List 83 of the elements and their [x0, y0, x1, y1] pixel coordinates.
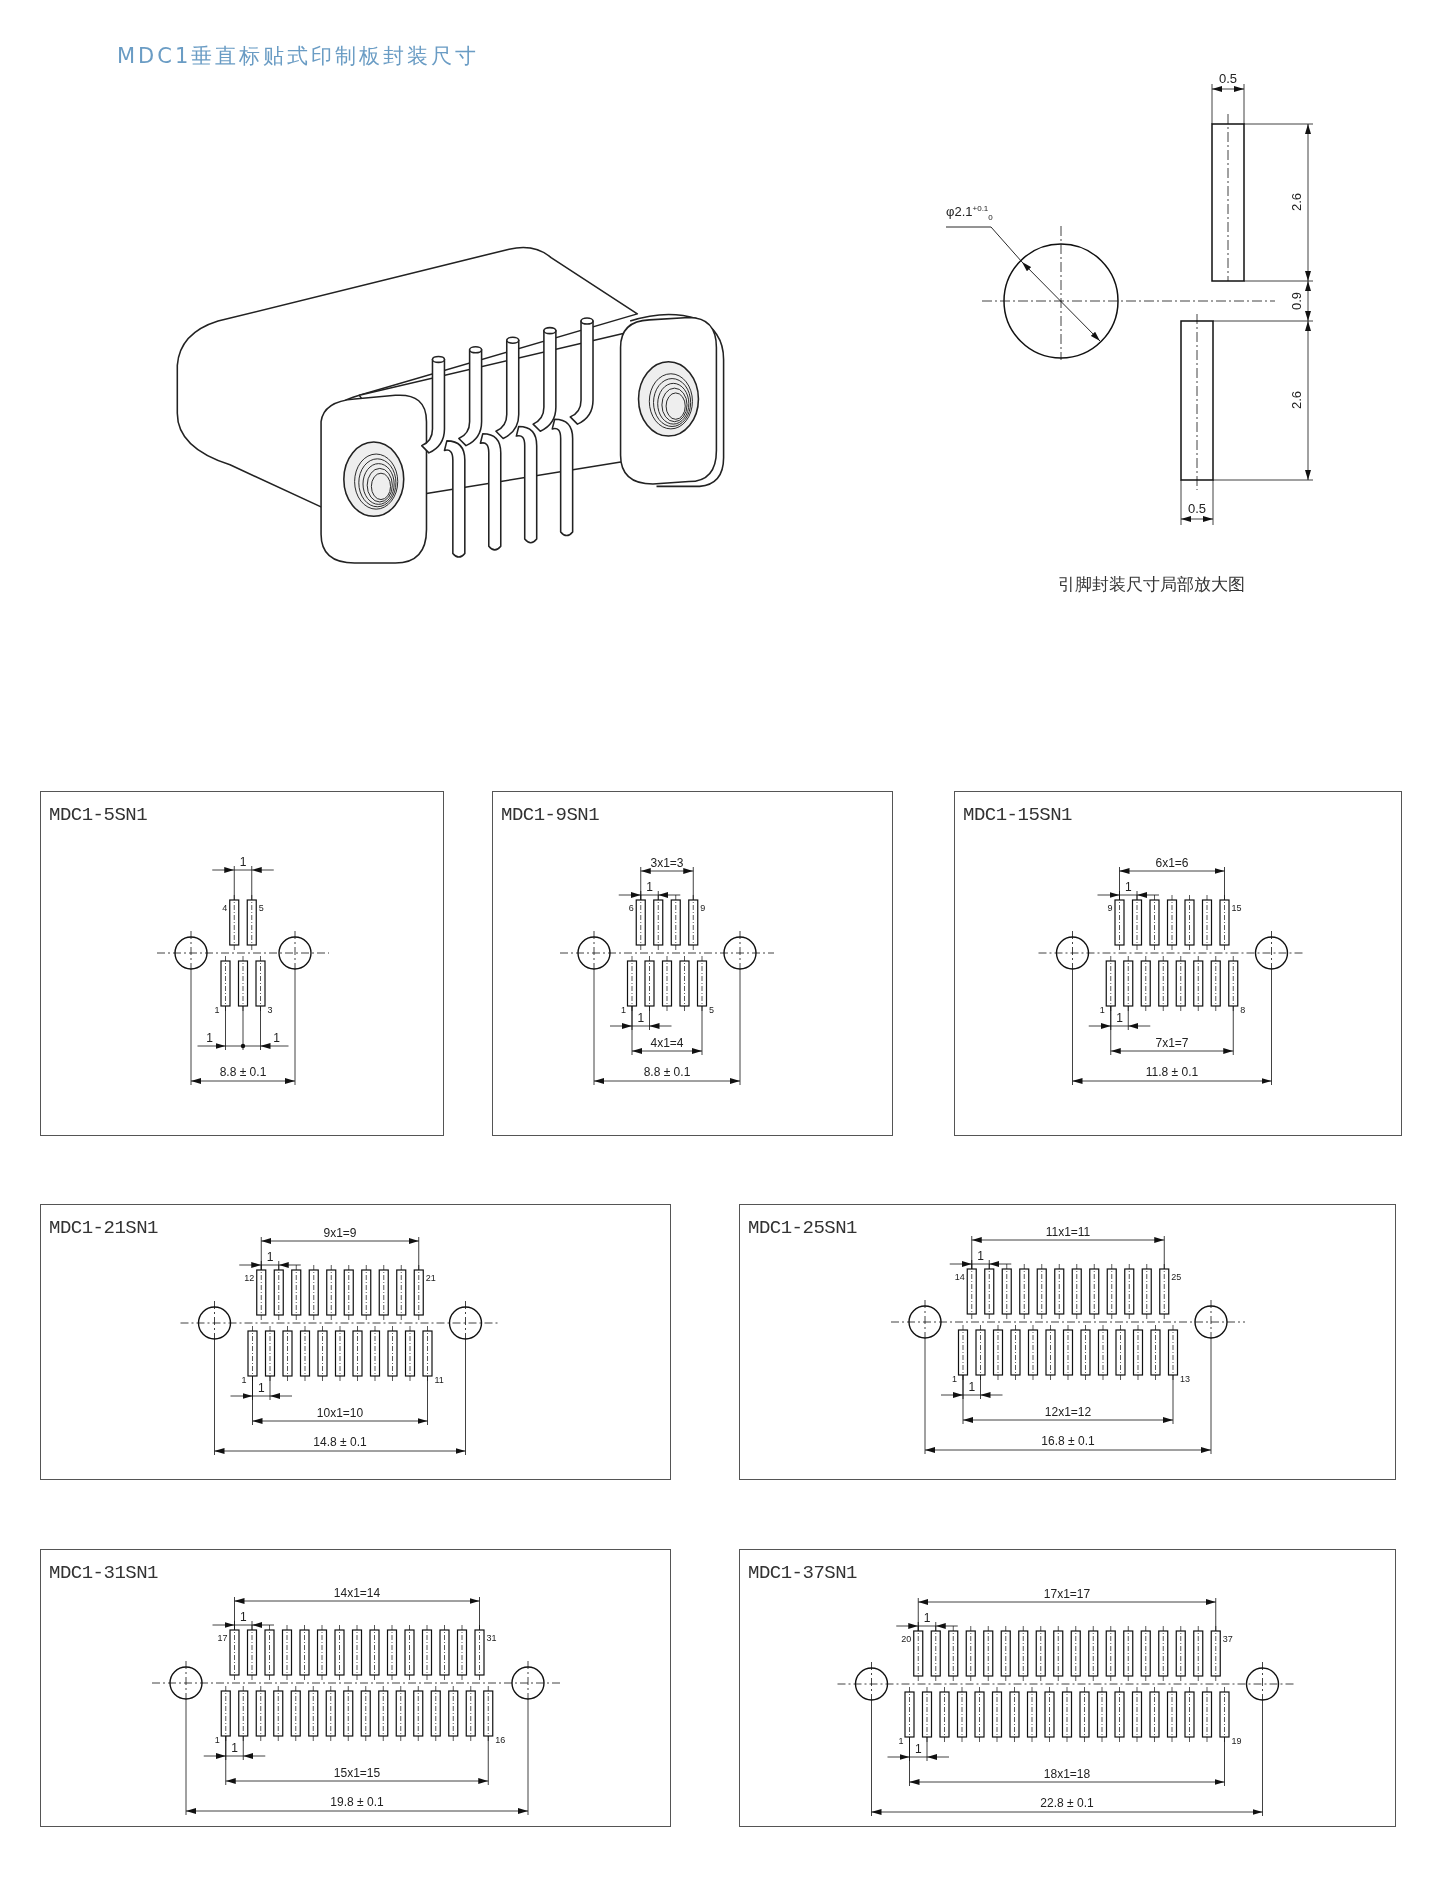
dimension-text: 0.9 [1288, 291, 1304, 311]
part-number: MDC1-5SN1 [49, 804, 148, 826]
dimension-text: 19.8 ± 0.1 [330, 1796, 384, 1809]
dimension-text: 1 [266, 1251, 274, 1264]
pin-number: 9 [1107, 903, 1113, 913]
pin-number: 21 [425, 1273, 436, 1283]
dimension-text: 1 [257, 1382, 265, 1395]
pin-number: 1 [214, 1735, 220, 1745]
dimension-text: 1 [273, 1032, 280, 1045]
dimension-text: 8.8 ± 0.1 [219, 1066, 267, 1079]
part-number: MDC1-15SN1 [963, 804, 1073, 826]
dimension-text: 14x1=14 [333, 1587, 381, 1600]
dimension-text: 0.5 [1187, 501, 1207, 516]
pin-number: 17 [217, 1633, 228, 1643]
dimension-text: 1 [206, 1032, 213, 1045]
dimension-text: 22.8 ± 0.1 [1040, 1797, 1094, 1810]
page-title: MDC1垂直标贴式印制板封装尺寸 [117, 43, 480, 70]
pin-number: 13 [1180, 1374, 1190, 1384]
footprint-panel [739, 1204, 1396, 1480]
pin-number: 25 [1171, 1272, 1182, 1282]
dimension-text: 1 [923, 1612, 931, 1625]
dimension-text: 0.5 [1218, 71, 1238, 86]
dimension-text: 11.8 ± 0.1 [1145, 1066, 1199, 1079]
pin-number: 9 [700, 903, 706, 913]
dimension-text: 7x1=7 [1155, 1037, 1189, 1050]
pin-number: 15 [1231, 903, 1242, 913]
dimension-text: 1 [239, 1611, 247, 1624]
dimension-text: 10x1=10 [316, 1407, 364, 1420]
pin-number: 5 [258, 903, 264, 913]
pin-number: 1 [621, 1005, 626, 1015]
dimension-text: 12x1=12 [1044, 1406, 1092, 1419]
pin-number: 31 [486, 1633, 497, 1643]
dimension-text: 1 [1124, 881, 1132, 894]
pin-number: 5 [709, 1005, 714, 1015]
pin-number: 1 [214, 1005, 220, 1015]
part-number: MDC1-21SN1 [49, 1217, 159, 1239]
dimension-text: 2.6 [1288, 192, 1304, 212]
dimension-text: 16.8 ± 0.1 [1041, 1435, 1095, 1448]
footprint-panel [40, 1549, 671, 1827]
pin-number: 6 [628, 903, 634, 913]
part-number: MDC1-9SN1 [501, 804, 600, 826]
pin-number: 1 [952, 1374, 957, 1384]
dimension-text: 1 [977, 1250, 984, 1263]
dimension-text: 8.8 ± 0.1 [643, 1066, 691, 1079]
dimension-text: 1 [914, 1743, 922, 1756]
dimension-text: 18x1=18 [1043, 1768, 1091, 1781]
dimension-text: 11x1=11 [1045, 1226, 1091, 1239]
dimension-text: 1 [239, 856, 247, 869]
footprint-panel [40, 1204, 671, 1480]
part-number: MDC1-25SN1 [748, 1217, 858, 1239]
footprint-panel [40, 791, 444, 1136]
pin-number: 20 [901, 1634, 912, 1644]
figure-caption: 引脚封装尺寸局部放大图 [1058, 574, 1245, 594]
pin-number: 37 [1222, 1634, 1233, 1644]
pin-number: 11 [434, 1375, 444, 1385]
pin-number: 12 [244, 1273, 255, 1283]
pin-number: 1 [241, 1375, 247, 1385]
dimension-text: 1 [1116, 1012, 1123, 1025]
pin-number: 1 [898, 1736, 904, 1746]
dimension-text: 9x1=9 [323, 1227, 357, 1240]
dimension-text: 15x1=15 [333, 1767, 381, 1780]
pin-number: 19 [1231, 1736, 1242, 1746]
part-number: MDC1-37SN1 [748, 1562, 858, 1584]
dimension-text: 2.6 [1288, 390, 1304, 410]
dimension-text: 1 [637, 1012, 645, 1025]
pin-number: 4 [222, 903, 228, 913]
footprint-panel [739, 1549, 1396, 1827]
pin-number: 16 [495, 1735, 506, 1745]
dimension-text: 17x1=17 [1043, 1588, 1091, 1601]
footprint-panel [492, 791, 893, 1136]
dimension-text: 1 [968, 1381, 976, 1394]
dimension-text: 1 [231, 1742, 238, 1755]
part-number: MDC1-31SN1 [49, 1562, 159, 1584]
dimension-text: 6x1=6 [1155, 857, 1189, 870]
dimension-text: 14.8 ± 0.1 [313, 1436, 367, 1449]
pin-number: 8 [1240, 1005, 1246, 1015]
footprint-panel [954, 791, 1402, 1136]
pin-number: 1 [1099, 1005, 1105, 1015]
dimension-text: 3x1=3 [650, 857, 684, 870]
pin-number: 3 [267, 1005, 273, 1015]
dimension-text: 1 [646, 881, 653, 894]
dimension-text: 4x1=4 [650, 1037, 684, 1050]
pin-number: 14 [954, 1272, 965, 1282]
